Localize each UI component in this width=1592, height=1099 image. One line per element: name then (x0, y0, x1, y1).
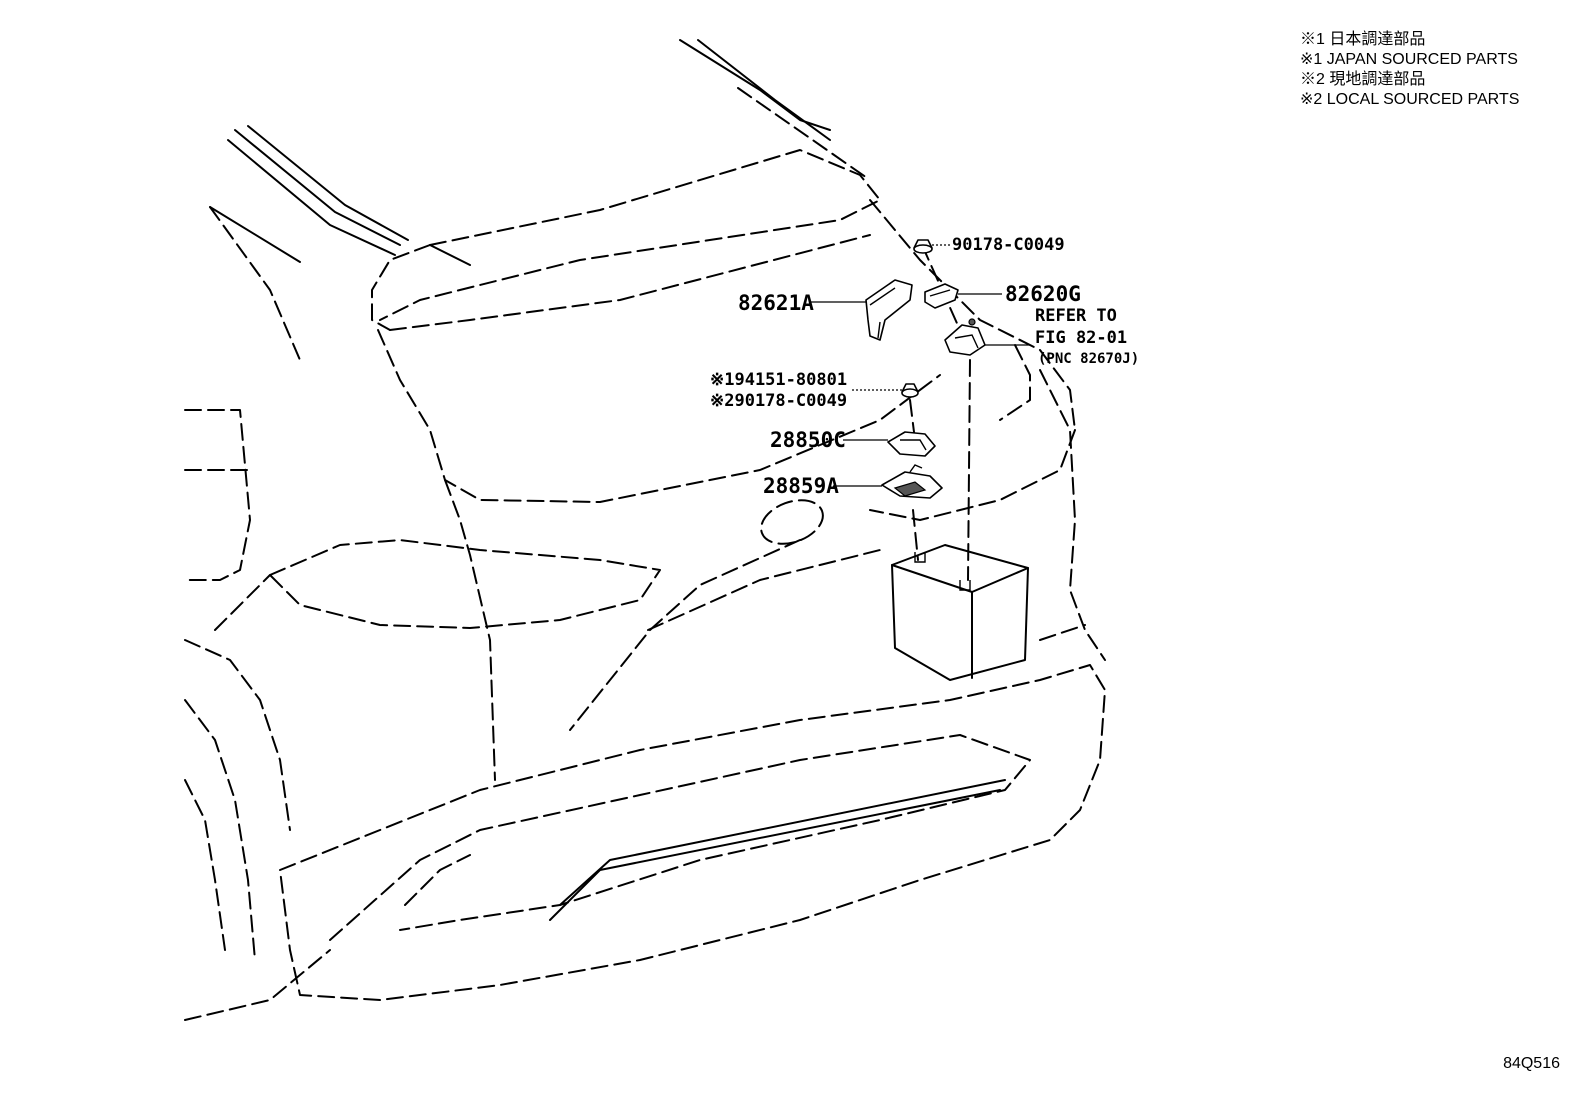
refer-fig-link[interactable]: FIG 82-01 (1035, 328, 1128, 348)
part-194151-icon (901, 383, 919, 398)
part-label-28859a[interactable]: 28859A (763, 474, 839, 498)
part-label-90178[interactable]: 90178-C0049 (952, 235, 1065, 255)
legend-japan-en: ※1 JAPAN SOURCED PARTS (1300, 51, 1518, 68)
label-leaders (810, 244, 1030, 487)
legend-local-jp: ※2 現地調達部品 (1300, 71, 1426, 88)
part-90178-icon (913, 239, 933, 254)
battery-icon (891, 544, 1029, 681)
diagram-id: 84Q516 (1503, 1055, 1560, 1072)
part-28859a-icon (881, 464, 943, 499)
refer-to-label: REFER TO (1035, 306, 1117, 326)
legend-local-en: ※2 LOCAL SOURCED PARTS (1300, 91, 1520, 108)
vehicle-body-outline (184, 39, 1106, 1021)
part-label-82620g[interactable]: 82620G (1005, 282, 1081, 306)
part-28850c-icon (887, 431, 936, 457)
legend-japan-jp: ※1 日本調達部品 (1300, 31, 1426, 48)
part-label-194151[interactable]: ※194151-80801 (710, 370, 848, 390)
part-label-290178[interactable]: ※290178-C0049 (710, 391, 848, 411)
part-label-82621a[interactable]: 82621A (738, 291, 814, 315)
part-82620g-icon (924, 283, 959, 309)
connector-82670j-icon (944, 318, 986, 356)
sourcing-legend: ※1 日本調達部品 ※1 JAPAN SOURCED PARTS ※2 現地調達… (1300, 30, 1519, 110)
part-82621a-icon (865, 279, 913, 341)
part-label-28850c[interactable]: 28850C (770, 428, 846, 452)
refer-pnc-label: (PNC 82670J) (1038, 351, 1140, 367)
